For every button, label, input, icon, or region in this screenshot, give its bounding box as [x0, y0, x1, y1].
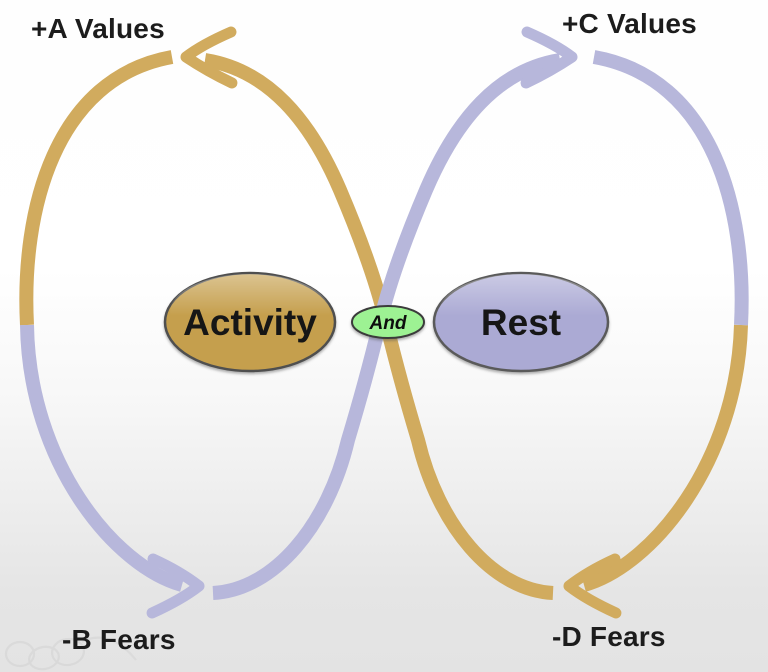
label-top-right-values: +C Values	[562, 8, 697, 39]
activity-node: Activity	[163, 271, 337, 373]
label-bottom-right-fears: -D Fears	[552, 621, 666, 652]
gold-loop-right-side	[581, 324, 748, 592]
lavender-loop-right-side	[592, 50, 749, 326]
and-node: And	[351, 305, 425, 339]
rest-node: Rest	[432, 271, 610, 373]
activity-sheen	[170, 274, 330, 350]
gold-loop-left-side	[19, 50, 174, 326]
activity-label: Activity	[183, 302, 317, 343]
label-top-left-values: +A Values	[31, 13, 165, 44]
and-label: And	[369, 313, 407, 334]
arrow-bottom-left-icon	[146, 553, 205, 619]
and-ellipse	[351, 305, 425, 339]
rest-label: Rest	[481, 302, 561, 343]
arrow-top-right-icon	[520, 26, 578, 89]
lavender-loop-left-side	[20, 324, 185, 592]
rest-sheen	[439, 274, 603, 350]
arrow-top-left-icon	[180, 26, 238, 89]
label-bottom-left-fears: -B Fears	[62, 624, 176, 655]
arrow-bottom-right-icon	[563, 553, 622, 619]
watermark-flourish	[4, 636, 137, 671]
